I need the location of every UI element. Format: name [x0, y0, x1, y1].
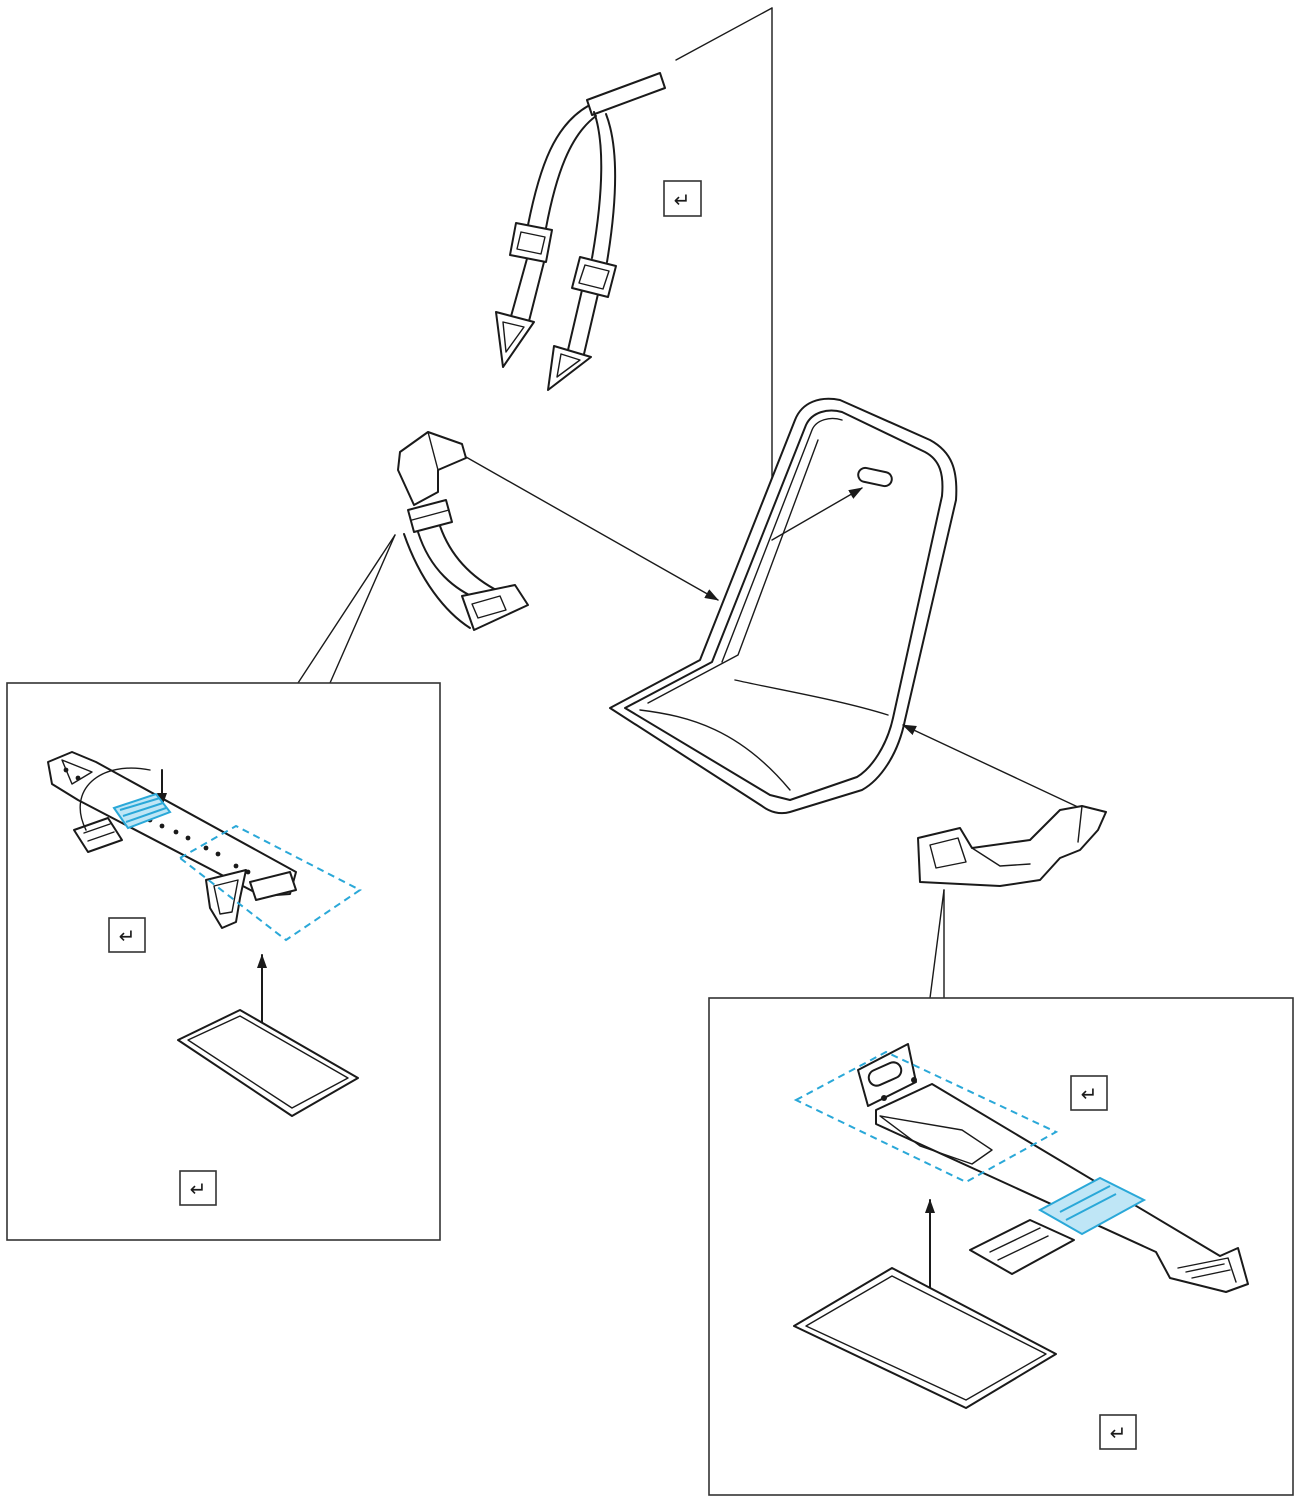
assembly-arrows: [465, 456, 1081, 809]
right-detail-inset: ↵ ↵: [708, 997, 1294, 1496]
return-arrow-icon: ↵: [108, 917, 146, 953]
callout-glyph: ↵: [1110, 1421, 1127, 1445]
shoulder-harness: [495, 72, 666, 391]
seat-shell: [609, 397, 958, 815]
right-lap-belt: [917, 805, 1107, 887]
shoulder-strap-slot: [857, 466, 893, 488]
return-arrow-icon: ↵: [663, 180, 702, 217]
callout-glyph: ↵: [119, 924, 136, 948]
leader-lines: [297, 7, 945, 999]
right-strap-end-fitting: [547, 345, 592, 391]
left-strap-adjuster: [509, 222, 553, 263]
left-detail-inset: ↵ ↵: [6, 682, 441, 1241]
return-arrow-icon: ↵: [1099, 1414, 1137, 1450]
left-highlighted-adjuster: [112, 792, 172, 830]
right-mounting-area: [793, 1050, 1059, 1184]
right-strap-adjuster: [571, 256, 617, 298]
left-placard: [177, 1009, 359, 1117]
callout-glyph: ↵: [674, 188, 691, 212]
right-placard: [793, 1267, 1057, 1409]
left-lap-belt: [397, 431, 529, 631]
left-mounting-area: [178, 824, 362, 942]
left-strap-end-fitting: [495, 311, 535, 368]
right-highlighted-adjuster: [1037, 1176, 1147, 1236]
callout-glyph: ↵: [190, 1177, 207, 1201]
return-arrow-icon: ↵: [179, 1170, 217, 1206]
return-arrow-icon: ↵: [1070, 1075, 1108, 1111]
callout-glyph: ↵: [1081, 1082, 1098, 1106]
rivet-holes: [63, 767, 251, 875]
